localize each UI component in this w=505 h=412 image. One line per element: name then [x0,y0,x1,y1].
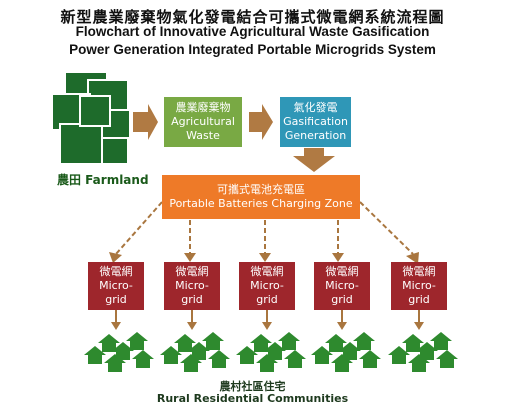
title-english-line2: Power Generation Integrated Portable Mic… [69,42,436,57]
microgrid-label-zh: 微電網 [175,265,209,279]
microgrid-box-1: 微電網 Micro- grid [88,262,144,310]
microgrid-box-4: 微電網 Micro- grid [314,262,370,310]
microgrid-box-3: 微電網 Micro- grid [239,262,295,310]
arrow-farm-to-waste [133,104,158,140]
microgrid-label-zh: 微電網 [402,265,436,279]
waste-label-en1: Agricultural [171,115,235,129]
arrow-waste-to-gas [249,104,273,140]
microgrid-to-house-arrows [115,310,420,324]
house-cluster-icon-1 [84,332,154,372]
communities-label-zh: 農村社區住宅 [219,380,286,393]
microgrid-label-en2: grid [408,292,430,306]
house-cluster-icon-3 [236,332,306,372]
gas-label-zh: 氣化發電 [293,101,338,115]
waste-label-en2: Waste [186,128,220,142]
microgrid-label-zh: 微電網 [325,265,359,279]
microgrid-box-5: 微電網 Micro- grid [391,262,447,310]
farmland-icon [51,71,131,165]
gas-label-en1: Gasification [283,115,348,129]
microgrid-label-zh: 微電網 [250,265,284,279]
house-cluster-icon-2 [160,332,230,372]
communities-label-en: Rural Residential Communities [156,392,349,405]
microgrid-label-en1: Micro- [175,279,209,293]
microgrid-label-en2: grid [256,292,278,306]
arrow-gas-to-zone [293,148,335,172]
microgrid-label-en2: grid [105,292,127,306]
microgrid-label-en1: Micro- [325,279,359,293]
waste-label-zh: 農業廢棄物 [175,101,231,115]
agricultural-waste-box: 農業廢棄物 Agricultural Waste [164,97,242,147]
zone-label-zh: 可攜式電池充電區 [217,183,305,197]
gas-label-en2: Generation [284,128,347,142]
title-chinese: 新型農業廢棄物氣化發電結合可攜式微電網系統流程圖 [60,8,445,26]
zone-label-en: Portable Batteries Charging Zone [169,197,353,210]
title-english-line1: Flowchart of Innovative Agricultural Was… [75,24,430,39]
microgrid-label-en1: Micro- [402,279,436,293]
microgrid-box-2: 微電網 Micro- grid [164,262,220,310]
dashed-distribution-arrows [115,201,414,255]
farmland-label: 農田 Farmland [57,173,149,187]
microgrid-label-en1: Micro- [250,279,284,293]
house-cluster-icon-4 [311,332,381,372]
house-cluster-icon-5 [388,332,458,372]
charging-zone-box: 可攜式電池充電區 Portable Batteries Charging Zon… [162,175,360,219]
dashed-arrowheads [109,252,419,264]
microgrid-label-en2: grid [181,292,203,306]
microgrid-label-en1: Micro- [99,279,133,293]
gasification-generation-box: 氣化發電 Gasification Generation [280,97,351,147]
microgrid-label-en2: grid [331,292,353,306]
microgrid-label-zh: 微電網 [99,265,133,279]
